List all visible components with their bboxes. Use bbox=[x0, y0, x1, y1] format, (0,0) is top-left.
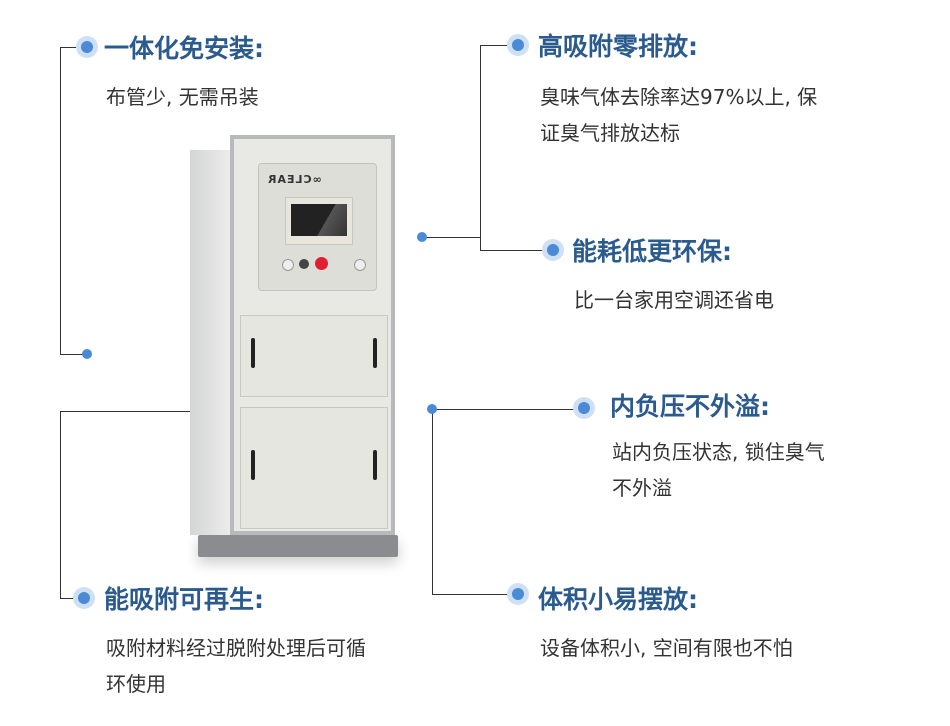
connector-line bbox=[432, 409, 433, 594]
feature-title: 高吸附零排放: bbox=[538, 32, 698, 61]
connector-line bbox=[60, 354, 87, 355]
bullet-dot bbox=[81, 41, 93, 53]
emergency-stop-button bbox=[315, 257, 328, 270]
feature-title: 能吸附可再生: bbox=[104, 585, 264, 614]
feature-desc: 布管少, 无需吊装 bbox=[106, 79, 259, 115]
bullet-dot bbox=[78, 592, 90, 604]
door-handle bbox=[373, 450, 377, 480]
connector-line bbox=[60, 598, 80, 599]
desc-line: 臭味气体去除率达97%以上, 保 bbox=[540, 85, 818, 109]
desc-line: 证臭气排放达标 bbox=[540, 121, 680, 145]
feature-title: 内负压不外溢: bbox=[610, 392, 770, 421]
desc-line: 比一台家用空调还省电 bbox=[574, 288, 774, 312]
control-panel: ∞CLEAR bbox=[258, 163, 377, 291]
connector-line bbox=[480, 45, 481, 250]
brand-logo: ∞CLEAR bbox=[267, 173, 322, 186]
feature-desc: 吸附材料经过脱附处理后可循环使用 bbox=[106, 630, 366, 702]
anchor-dot bbox=[427, 404, 437, 414]
door-handle bbox=[373, 338, 377, 368]
door-handle bbox=[251, 450, 255, 480]
upper-door bbox=[240, 315, 388, 397]
desc-line: 环使用 bbox=[106, 672, 166, 696]
selector-knob bbox=[299, 259, 309, 269]
desc-line: 吸附材料经过脱附处理后可循 bbox=[106, 636, 366, 660]
feature-desc: 站内负压状态, 锁住臭气不外溢 bbox=[612, 434, 825, 506]
bullet-dot bbox=[512, 588, 524, 600]
connector-line bbox=[432, 594, 512, 595]
connector-line bbox=[480, 250, 547, 251]
bullet-dot bbox=[547, 244, 559, 256]
connector-line bbox=[60, 411, 210, 412]
feature-title: 体积小易摆放: bbox=[538, 585, 698, 614]
equipment-cabinet: ∞CLEAR bbox=[190, 135, 400, 560]
feature-desc: 比一台家用空调还省电 bbox=[574, 282, 774, 318]
cabinet-base bbox=[198, 535, 398, 557]
anchor-dot bbox=[417, 232, 427, 242]
desc-line: 设备体积小, 空间有限也不怕 bbox=[540, 636, 793, 660]
desc-line: 不外溢 bbox=[612, 476, 672, 500]
connector-line bbox=[432, 409, 578, 410]
touch-screen bbox=[285, 197, 353, 245]
connector-line bbox=[60, 47, 61, 354]
feature-title: 能耗低更环保: bbox=[572, 237, 732, 266]
connector-line bbox=[60, 411, 61, 598]
door-handle bbox=[251, 338, 255, 368]
connector-line bbox=[422, 237, 480, 238]
cabinet-side bbox=[190, 150, 232, 535]
connector-line bbox=[480, 45, 512, 46]
indicator-button bbox=[354, 259, 366, 271]
connector-line bbox=[60, 47, 80, 48]
feature-desc: 臭味气体去除率达97%以上, 保证臭气排放达标 bbox=[540, 79, 817, 151]
desc-line: 布管少, 无需吊装 bbox=[106, 85, 259, 109]
feature-desc: 设备体积小, 空间有限也不怕 bbox=[540, 630, 793, 666]
indicator-button bbox=[282, 259, 294, 271]
lower-door bbox=[240, 407, 388, 529]
bullet-dot bbox=[578, 402, 590, 414]
anchor-dot bbox=[82, 349, 92, 359]
desc-line: 站内负压状态, 锁住臭气 bbox=[612, 440, 825, 464]
feature-title: 一体化免安装: bbox=[104, 34, 264, 63]
bullet-dot bbox=[512, 39, 524, 51]
